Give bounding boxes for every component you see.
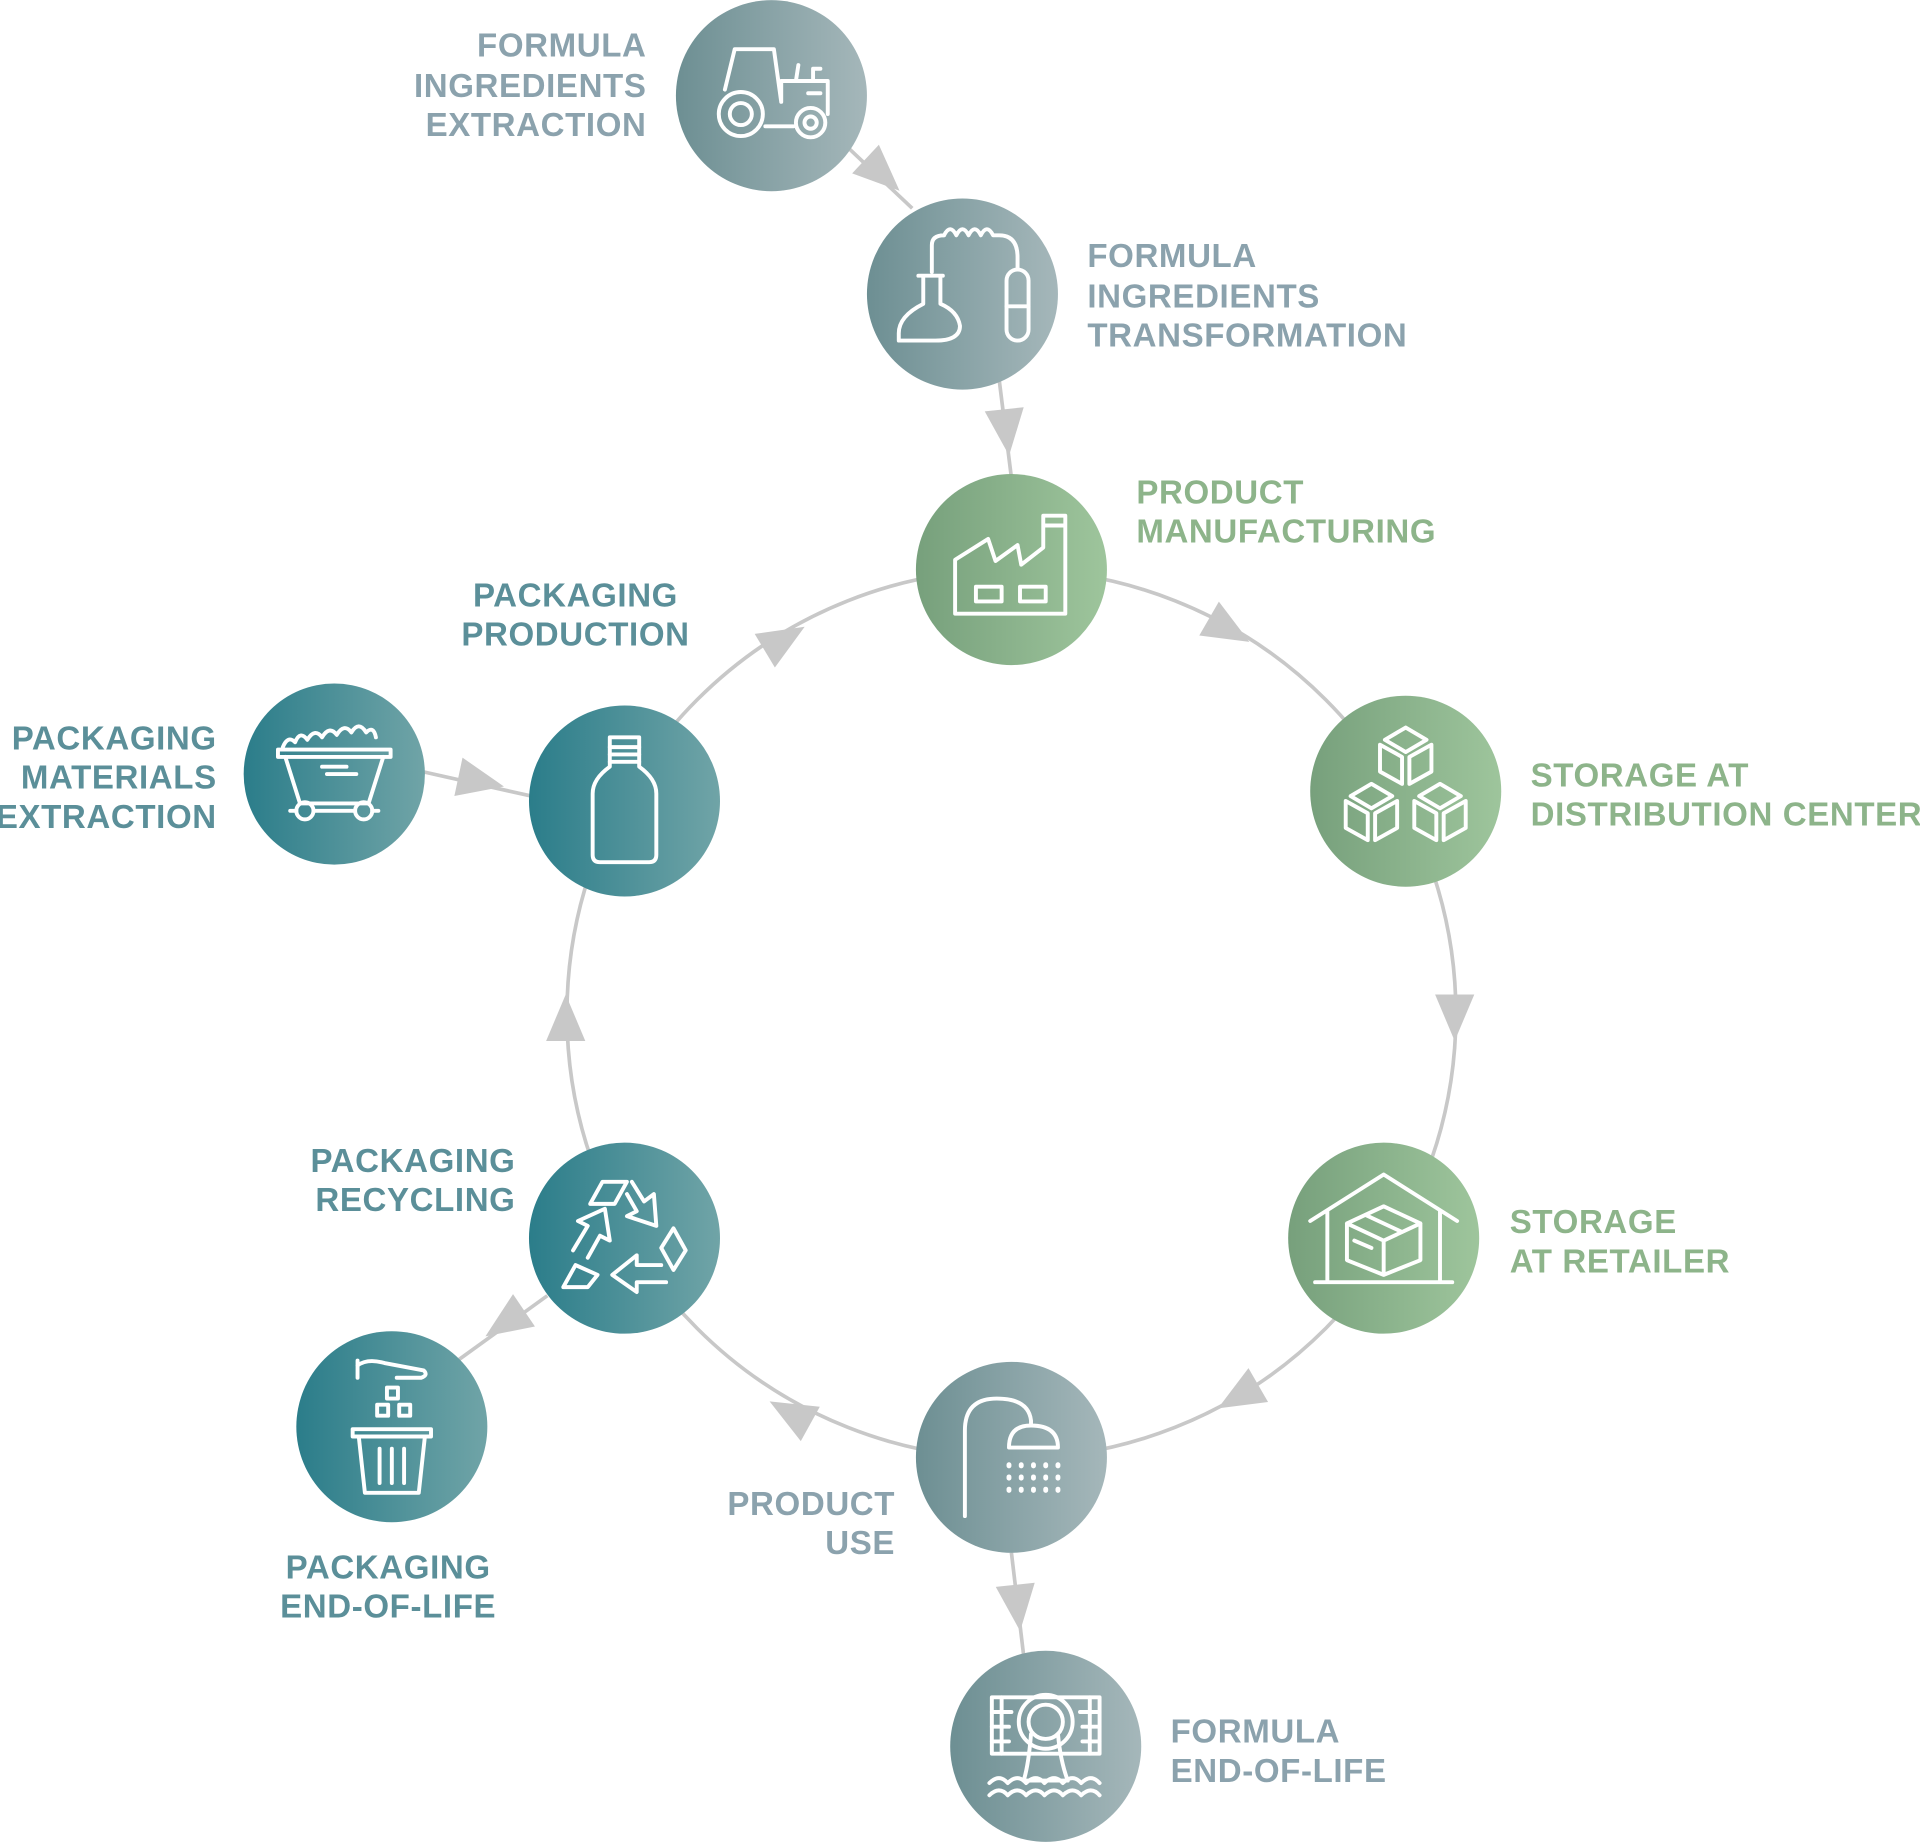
arrow-head (546, 994, 586, 1041)
node-packaging-materials-extraction: PACKAGING MATERIALS EXTRACTION (0, 683, 425, 865)
node-label-line: PRODUCTION (461, 616, 689, 653)
node-label-line: END-OF-LIFE (1171, 1753, 1387, 1790)
node-label-line: PACKAGING (310, 1143, 515, 1180)
node-packaging-production: PACKAGING PRODUCTION (461, 577, 720, 897)
tractor-icon (716, 47, 830, 140)
node-label-line: INGREDIENTS (1087, 279, 1320, 316)
node-product-use: PRODUCT USE (727, 1361, 1107, 1562)
node-label-line: STORAGE (1510, 1204, 1677, 1241)
arrow-head (769, 1401, 820, 1442)
warehouse-icon (1308, 1172, 1460, 1285)
arrow-head (984, 407, 1024, 456)
node-label-line: MATERIALS (21, 760, 217, 797)
node-formula-end-of-life: FORMULA END-OF-LIFE (950, 1650, 1387, 1842)
node-label-line: FORMULA (1087, 238, 1257, 275)
node-formula-ingredients-transformation: FORMULA INGREDIENTS TRANSFORMATION (866, 198, 1407, 390)
node-label-line: MANUFACTURING (1136, 514, 1436, 551)
arrow-head (1217, 1368, 1269, 1409)
node-label-line: END-OF-LIFE (280, 1589, 496, 1626)
bottle-icon (590, 735, 659, 865)
node-label-line: PACKAGING (473, 577, 678, 614)
node-label-line: PRODUCT (727, 1486, 895, 1523)
recycle-icon (561, 1179, 688, 1294)
arrow-head (485, 1294, 535, 1337)
node-storage-at-retailer: STORAGE AT RETAILER (1288, 1142, 1730, 1334)
mine-cart-icon (276, 724, 393, 822)
node-label-line: FORMULA (1171, 1714, 1341, 1751)
node-label-line: STORAGE AT (1531, 757, 1749, 794)
node-label-line: EXTRACTION (426, 107, 647, 144)
node-label-line: PRODUCT (1136, 474, 1304, 511)
arrow-head (995, 1582, 1035, 1632)
drain-icon (987, 1692, 1102, 1798)
node-label-line: USE (825, 1525, 895, 1562)
node-packaging-recycling: PACKAGING RECYCLING (310, 1142, 720, 1334)
arrow-head (1199, 601, 1250, 642)
node-product-manufacturing: PRODUCT MANUFACTURING (915, 474, 1436, 666)
node-label-line: PACKAGING (12, 721, 217, 758)
node-label-line: TRANSFORMATION (1087, 318, 1407, 355)
node-label-line: RECYCLING (315, 1182, 515, 1219)
shower-icon (962, 1396, 1061, 1519)
cycle-ring (565, 567, 1458, 1461)
node-label-line: FORMULA (477, 28, 647, 65)
node-label-line: AT RETAILER (1510, 1243, 1730, 1280)
arrow-head (1435, 994, 1475, 1041)
trash-bin-icon (350, 1358, 433, 1495)
boxes-icon (1343, 725, 1468, 843)
arrow-head (454, 757, 504, 796)
arrow-head (852, 144, 900, 191)
factory-icon (953, 513, 1068, 616)
arrow-head (754, 626, 805, 668)
arrows (454, 144, 1475, 1632)
node-packaging-end-of-life: PACKAGING END-OF-LIFE (280, 1331, 496, 1626)
node-storage-distribution-center: STORAGE AT DISTRIBUTION CENTER (1310, 695, 1920, 887)
node-label-line: DISTRIBUTION CENTER (1531, 796, 1920, 833)
node-label-line: PACKAGING (286, 1550, 491, 1587)
lab-flask-icon (896, 227, 1031, 343)
node-formula-ingredients-extraction: FORMULA INGREDIENTS EXTRACTION (414, 0, 867, 192)
node-label-line: INGREDIENTS (414, 68, 647, 105)
node-label-line: EXTRACTION (0, 799, 217, 836)
